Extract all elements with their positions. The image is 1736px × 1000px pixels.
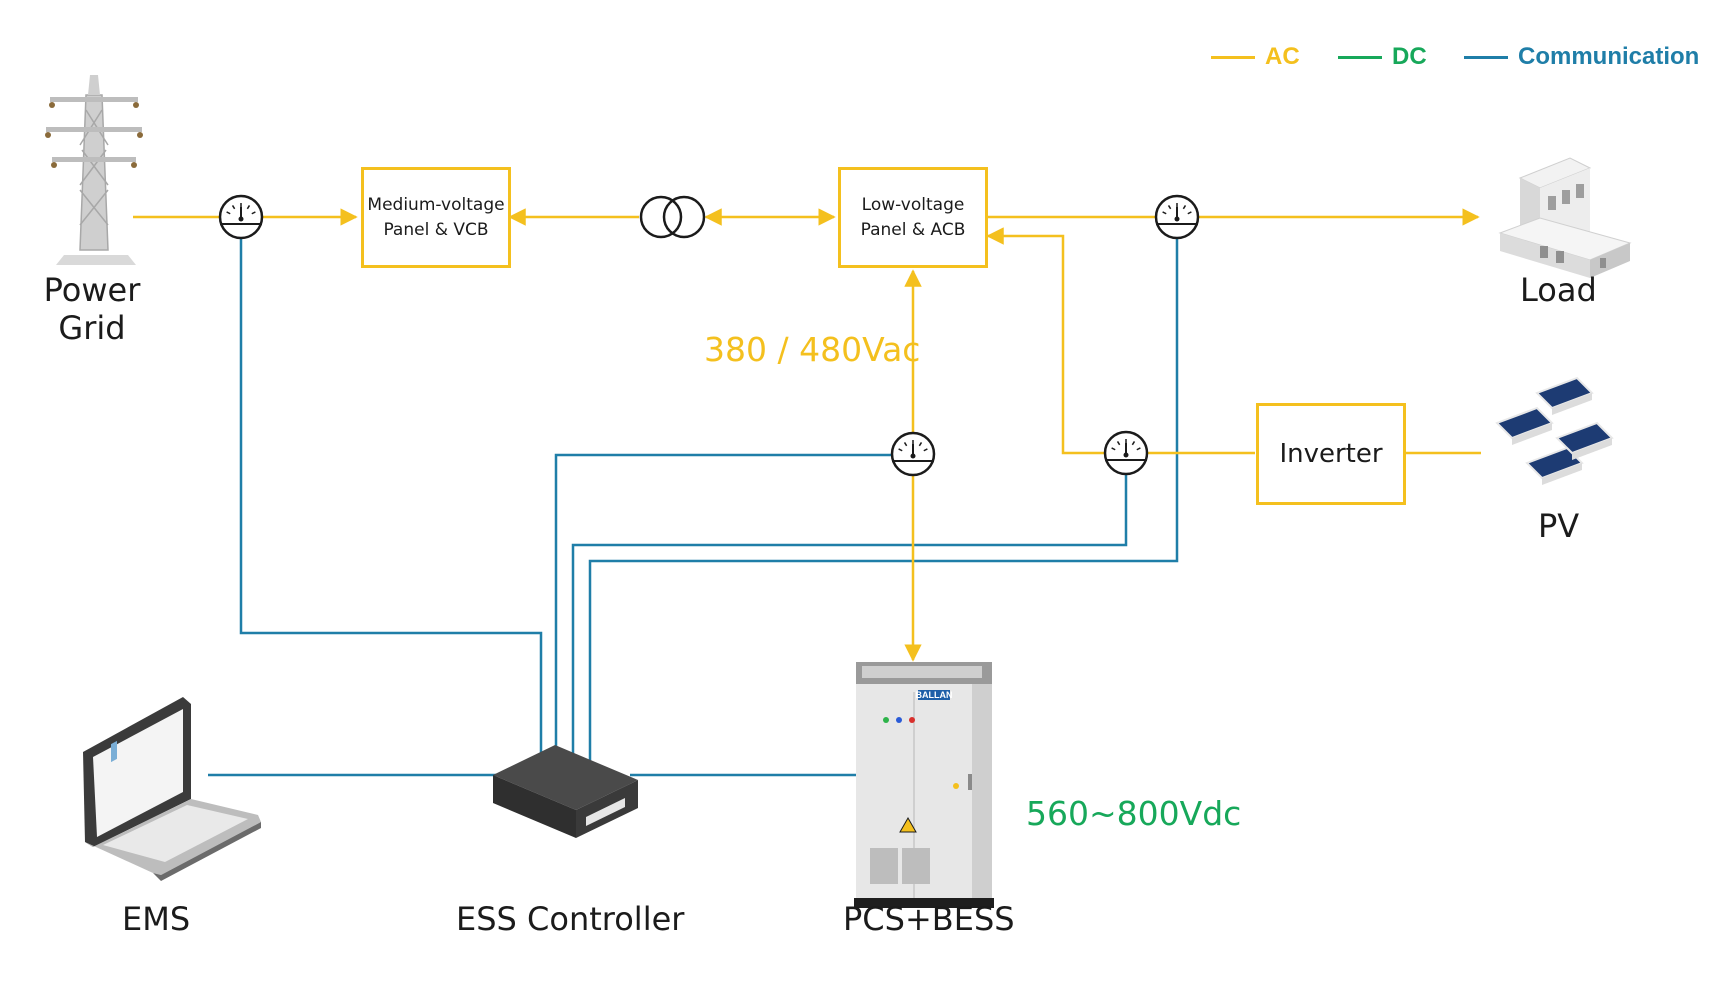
communication-lines <box>208 232 1179 780</box>
legend-ac-label: AC <box>1265 43 1300 70</box>
comm-line-bess-meter <box>554 453 894 780</box>
legend-communication-label: Communication <box>1518 43 1700 70</box>
load-label: Load <box>1520 271 1597 309</box>
legend-dc-swatch <box>1338 55 1382 59</box>
transformer-icon <box>639 195 706 239</box>
ems-laptop-icon <box>83 697 261 881</box>
ess-controller-device-icon <box>493 745 638 838</box>
comm-line-grid-meter <box>239 232 543 780</box>
ac-lines <box>133 217 1481 662</box>
ac-line-pv-to-lv <box>988 236 1481 455</box>
pcs-bess-cabinet-icon <box>854 662 994 908</box>
ac-voltage-label: 380 / 480Vac <box>704 330 921 369</box>
legend-dc-label: DC <box>1392 43 1427 70</box>
cabinet-brand-label: BALLAN <box>916 690 953 700</box>
meter-pv-icon <box>1103 430 1149 476</box>
ems-label: EMS <box>122 900 191 938</box>
pcs-bess-label: PCS+BESS <box>843 900 1015 938</box>
legend-item-dc: DC <box>1338 42 1427 72</box>
legend-item-communication: Communication <box>1464 42 1699 72</box>
medium-voltage-panel-box: Medium-voltage Panel & VCB <box>361 167 511 268</box>
inverter-box: Inverter <box>1256 403 1406 505</box>
legend-ac-swatch <box>1211 55 1255 59</box>
ess-controller-label: ESS Controller <box>456 900 685 938</box>
dc-voltage-label: 560~800Vdc <box>1026 794 1242 833</box>
legend-item-ac: AC <box>1211 42 1300 72</box>
pv-panels-icon <box>1495 376 1614 485</box>
comm-line-load-meter <box>588 232 1179 780</box>
power-grid-tower-icon <box>45 75 143 265</box>
comm-line-pv-meter <box>571 475 1128 780</box>
pv-label: PV <box>1538 507 1580 545</box>
meter-bess-icon <box>890 431 936 477</box>
meter-load-icon <box>1154 194 1200 240</box>
load-building-icon <box>1498 157 1632 278</box>
legend-communication-swatch <box>1464 55 1508 59</box>
meter-grid-icon <box>218 194 264 240</box>
meters <box>218 194 1200 477</box>
power-grid-label: Power Grid <box>43 271 141 347</box>
low-voltage-panel-box: Low-voltage Panel & ACB <box>838 167 988 268</box>
